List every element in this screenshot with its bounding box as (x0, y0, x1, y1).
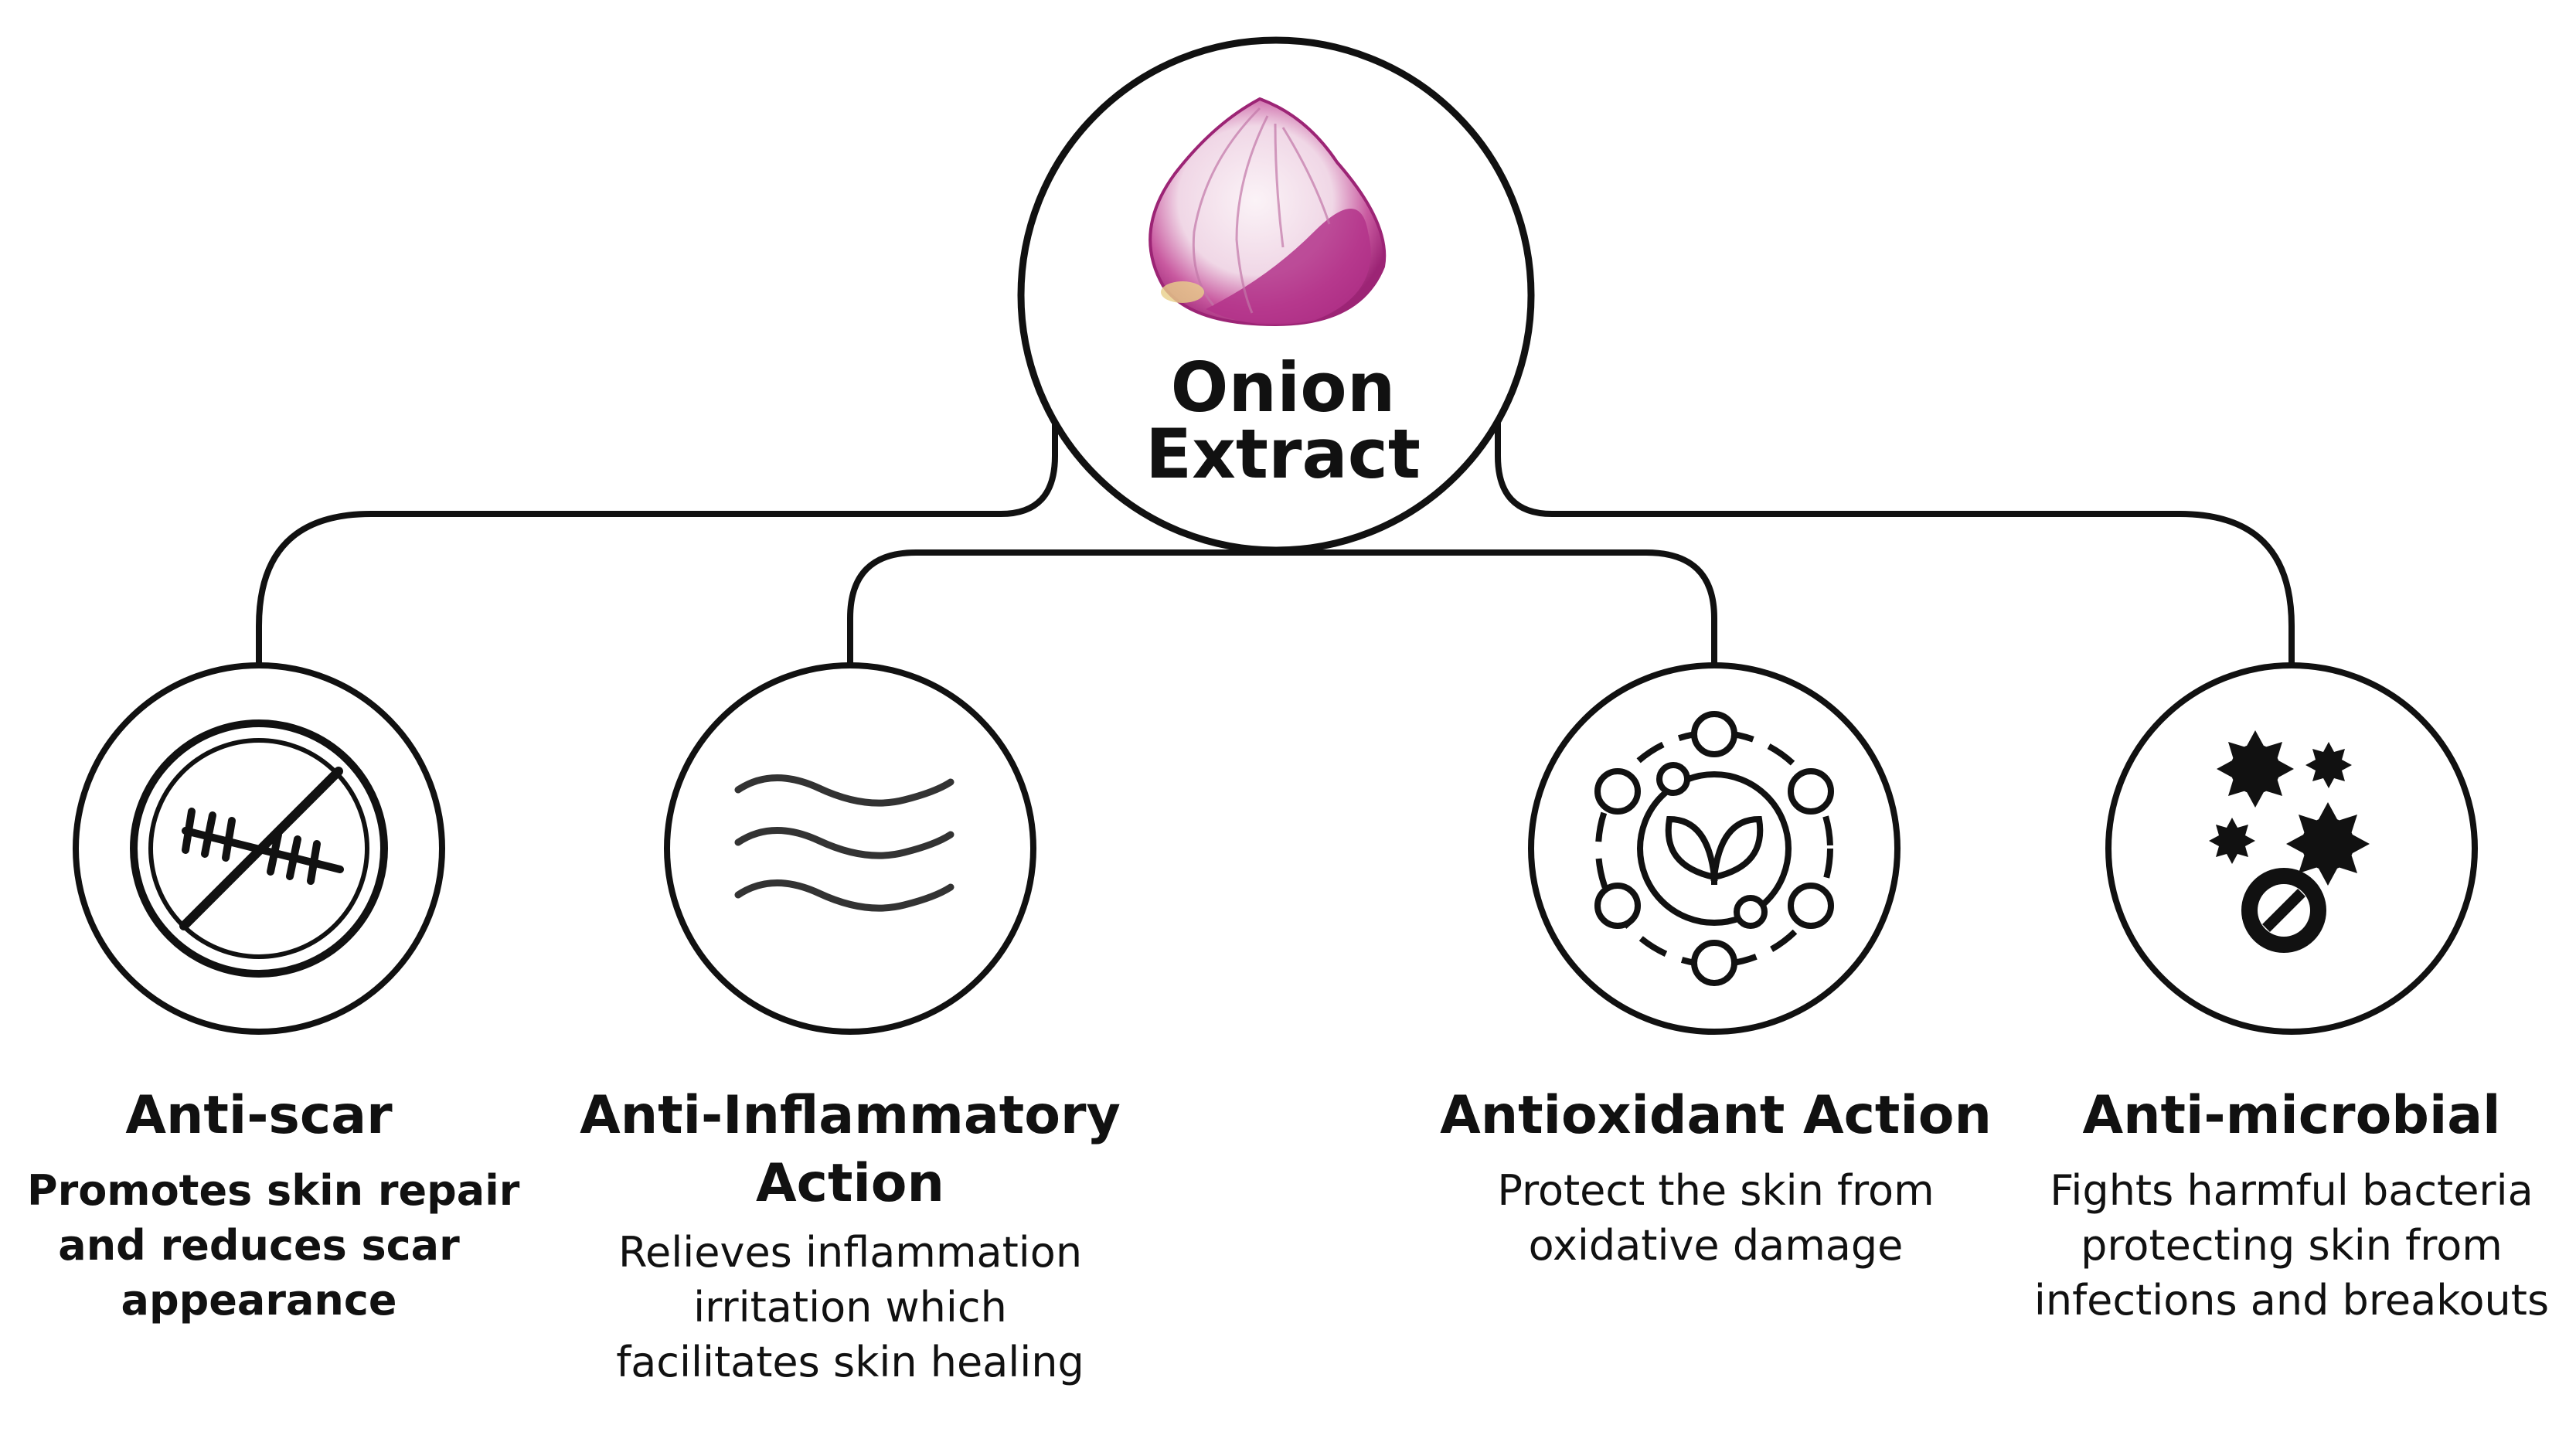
anti-microbial-circle (2105, 662, 2478, 1035)
waves-icon (734, 774, 955, 912)
antioxidant-desc-line2: oxidative damage (1528, 1221, 1904, 1270)
anti-scar-title: Anti-scar (125, 1085, 393, 1146)
anti-scar-desc-line2: and reduces scar (58, 1221, 460, 1270)
anti-inflammatory-desc-line3: facilitates skin healing (616, 1338, 1084, 1386)
anti-inflammatory-desc-line2: irritation which (693, 1283, 1007, 1332)
anti-microbial-desc-line3: infections and breakouts (2033, 1276, 2550, 1325)
antioxidant-leaf-icon (1594, 711, 1834, 986)
anti-scar-desc-line3: appearance (121, 1276, 397, 1325)
connector-outer (256, 418, 2295, 666)
bacteria-blocked-icon (2209, 730, 2370, 953)
bacteria-small-right (2305, 742, 2352, 788)
center-title-line2: Extract (1145, 414, 1421, 494)
connector-inner (847, 549, 1717, 666)
antioxidant-title: Antioxidant Action (1440, 1085, 1992, 1146)
anti-microbial-title: Anti-microbial (2082, 1085, 2501, 1146)
bacteria-large (2217, 730, 2294, 808)
bacteria-small-left (2209, 818, 2255, 864)
center-title-line1: Onion (1170, 348, 1396, 427)
antioxidant-desc-line1: Protect the skin from (1497, 1166, 1935, 1215)
antioxidant-circle (1528, 662, 1901, 1035)
anti-microbial-desc-line2: protecting skin from (2081, 1221, 2503, 1270)
onion-image (1148, 97, 1387, 327)
anti-scar-desc-line1: Promotes skin repair (27, 1166, 520, 1215)
prohibited-sign (2241, 868, 2326, 953)
benefit-circles (73, 662, 2478, 1035)
anti-inflammatory-title-line2: Action (756, 1153, 944, 1214)
bacteria-medium (2286, 802, 2370, 886)
anti-inflammatory-desc-line1: Relieves inflammation (618, 1228, 1083, 1277)
anti-microbial-desc-line1: Fights harmful bacteria (2050, 1166, 2533, 1215)
anti-inflammatory-title-line1: Anti-Inflammatory (580, 1085, 1121, 1146)
no-scar-icon (130, 719, 388, 978)
